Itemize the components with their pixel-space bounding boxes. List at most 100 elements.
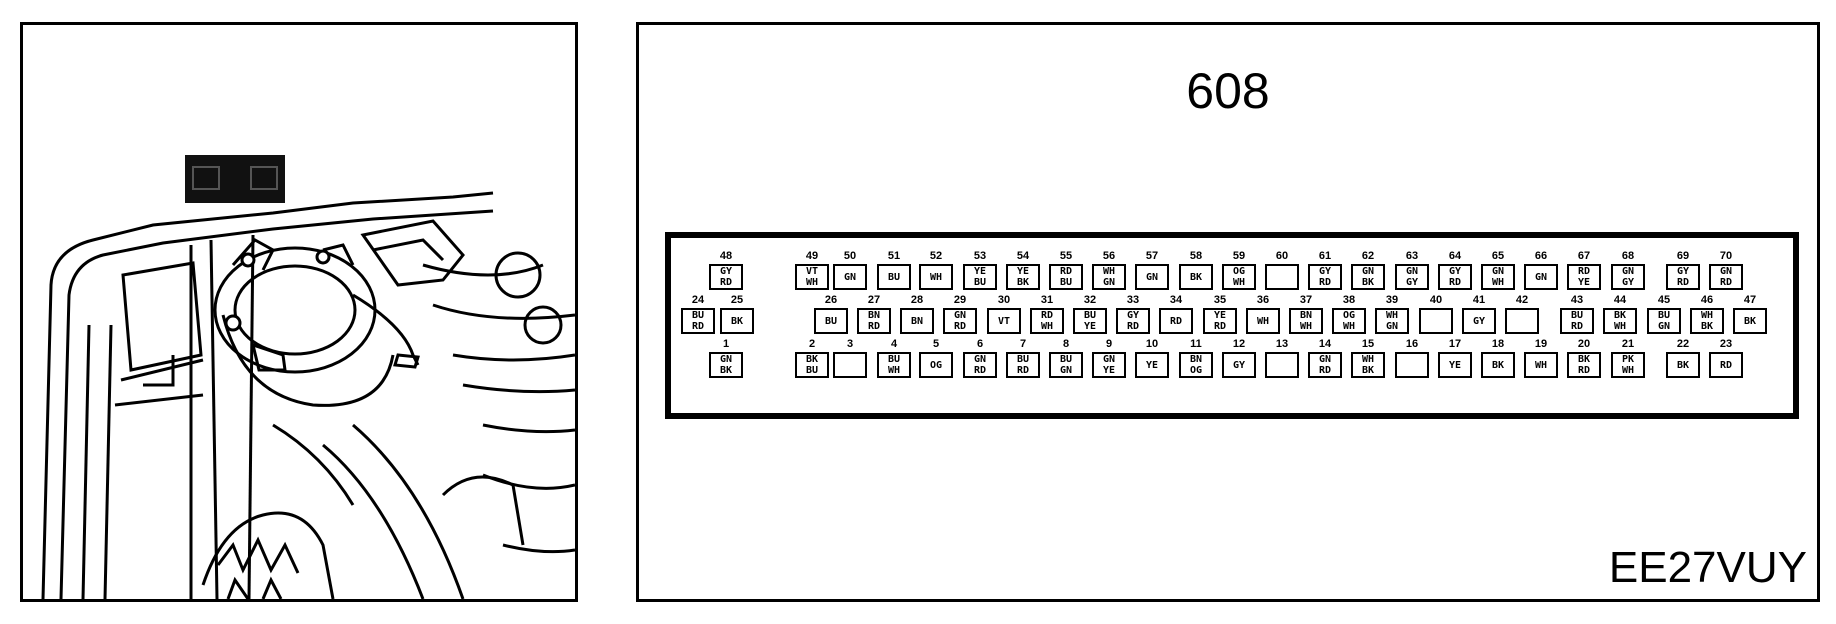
wire-color: BN — [867, 310, 881, 321]
pin-number: 7 — [1019, 338, 1027, 350]
wire-color: BU — [887, 271, 901, 283]
wire-color: OG — [1189, 365, 1203, 376]
pin-cavity — [1505, 308, 1539, 334]
pin-cavity: BK — [1733, 308, 1767, 334]
wire-color: PK — [1621, 354, 1635, 365]
pin-16: 16 — [1395, 338, 1429, 380]
wire-color: BU — [691, 310, 705, 321]
pin-number: 33 — [1126, 294, 1140, 306]
pin-number: 37 — [1299, 294, 1313, 306]
pin-number: 39 — [1385, 294, 1399, 306]
pin-number: 24 — [691, 294, 705, 306]
wire-color: GN — [1719, 266, 1733, 277]
wire-color: BK — [1361, 365, 1375, 376]
pin-number: 16 — [1405, 338, 1419, 350]
wire-color: RD — [1719, 359, 1733, 371]
wire-color: BN — [910, 315, 924, 327]
wire-color: WH — [1534, 359, 1548, 371]
pin-number: 10 — [1145, 338, 1159, 350]
wire-color: BN — [1299, 310, 1313, 321]
connector-number: 608 — [1186, 63, 1270, 119]
wire-color: GN — [719, 354, 733, 365]
pin-number: 46 — [1700, 294, 1714, 306]
pin-number: 22 — [1676, 338, 1690, 350]
pin-number: 66 — [1534, 250, 1548, 262]
wire-color: BU — [1016, 354, 1030, 365]
wire-color: YE — [1448, 359, 1462, 371]
pin-cavity — [1265, 352, 1299, 378]
pin-number: 48 — [719, 250, 733, 262]
wire-color: WH — [1342, 321, 1356, 332]
pin-number: 11 — [1190, 338, 1202, 350]
pin-number: 58 — [1189, 250, 1203, 262]
wire-color: YE — [1083, 321, 1097, 332]
wire-color: WH — [1102, 266, 1116, 277]
wire-color: GY — [1472, 315, 1486, 327]
pin-number: 19 — [1534, 338, 1548, 350]
wire-color: RD — [1570, 321, 1584, 332]
pin-number: 41 — [1472, 294, 1486, 306]
pin-cavity: GN — [833, 264, 867, 290]
pin-cavity: RD — [1709, 352, 1743, 378]
wire-color: BU — [1570, 310, 1584, 321]
pin-cavity: BK — [1179, 264, 1213, 290]
pin-cavity: BK — [720, 308, 754, 334]
wire-color: RD — [1676, 277, 1690, 288]
wire-color: GN — [1102, 354, 1116, 365]
wire-color: GN — [1657, 321, 1671, 332]
pin-number: 3 — [846, 338, 854, 350]
wire-color: RD — [973, 365, 987, 376]
wire-color: GN — [1385, 321, 1399, 332]
wire-color: BK — [1577, 354, 1591, 365]
wire-color: GY — [719, 266, 733, 277]
wire-color: GN — [1145, 271, 1159, 283]
pin-cavity — [1395, 352, 1429, 378]
wire-color: BK — [1613, 310, 1627, 321]
pin-number: 12 — [1232, 338, 1246, 350]
pin-number: 23 — [1719, 338, 1733, 350]
wire-color: OG — [1232, 266, 1246, 277]
pin-60: 60 — [1265, 250, 1299, 292]
wire-color: WH — [1385, 310, 1399, 321]
pin-cavity: OG — [919, 352, 953, 378]
wire-color: BN — [1189, 354, 1203, 365]
pin-number: 70 — [1719, 250, 1733, 262]
